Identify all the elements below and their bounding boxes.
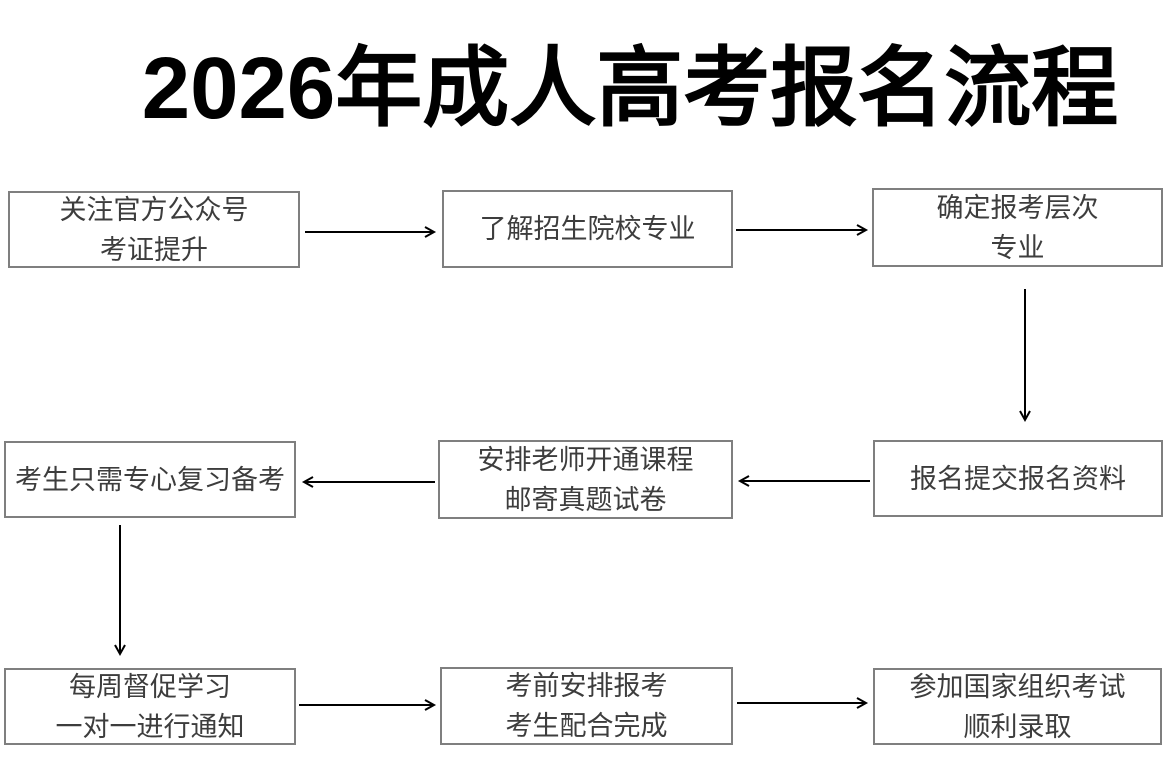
step-label-line: 每周督促学习 <box>69 671 231 702</box>
step-box-candidate-focus-review: 考生只需专心复习备考 <box>4 441 296 518</box>
step-box-learn-school-majors: 了解招生院校专业 <box>442 190 733 268</box>
step-label-line: 报名提交报名资料 <box>910 463 1126 494</box>
step-box-submit-registration-materials: 报名提交报名资料 <box>873 440 1163 517</box>
step-label-line: 确定报考层次 <box>936 192 1099 223</box>
step-label-line: 邮寄真题试卷 <box>504 484 667 515</box>
step-label-line: 考生只需专心复习备考 <box>15 464 285 495</box>
step-box-weekly-study-supervision: 每周督促学习 一对一进行通知 <box>4 668 296 745</box>
page-title: 2026年成人高考报名流程 <box>141 40 1119 137</box>
step-box-follow-official-account: 关注官方公众号 考证提升 <box>8 191 300 268</box>
step-label-line: 顺利录取 <box>963 711 1072 742</box>
step-box-take-national-exam-admitted: 参加国家组织考试 顺利录取 <box>873 668 1162 745</box>
step-label-line: 考生配合完成 <box>505 711 668 741</box>
step-label-line: 考前安排报考 <box>505 671 668 701</box>
step-label-line: 参加国家组织考试 <box>909 671 1126 702</box>
step-box-pre-exam-arrangement: 考前安排报考 考生配合完成 <box>440 667 733 745</box>
step-box-confirm-level-and-major: 确定报考层次 专业 <box>872 188 1163 267</box>
step-box-teacher-opens-course-mails-papers: 安排老师开通课程 邮寄真题试卷 <box>438 440 733 519</box>
step-label-line: 安排老师开通课程 <box>477 444 694 475</box>
step-label-line: 关注官方公众号 <box>59 194 249 225</box>
step-label-line: 考证提升 <box>100 234 208 265</box>
step-label-line: 专业 <box>990 232 1045 263</box>
step-label-line: 一对一进行通知 <box>55 711 245 742</box>
step-label-line: 了解招生院校专业 <box>479 214 696 244</box>
